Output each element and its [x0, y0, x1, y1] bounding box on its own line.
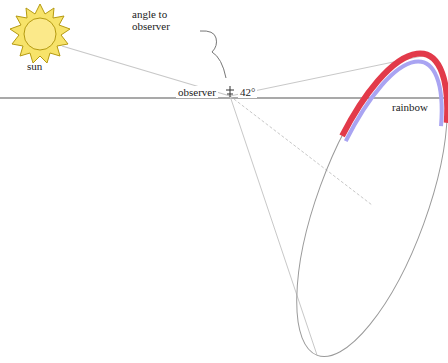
rainbow-red-band — [342, 37, 448, 168]
sun-symbol — [10, 4, 70, 63]
angle-value: 42° — [238, 86, 257, 98]
angle-bracket — [200, 31, 226, 78]
angle-label: angle to observer — [132, 8, 198, 32]
cone-line — [230, 96, 317, 355]
horizon-line — [0, 97, 448, 98]
observer-label: observer — [176, 86, 218, 98]
cone-axis — [230, 96, 372, 205]
rainbow-blue-band — [346, 47, 448, 170]
cone-ellipse — [266, 36, 448, 363]
sun-label: sun — [27, 60, 42, 72]
rainbow-label: rainbow — [390, 101, 430, 113]
observer-figure — [226, 86, 234, 97]
